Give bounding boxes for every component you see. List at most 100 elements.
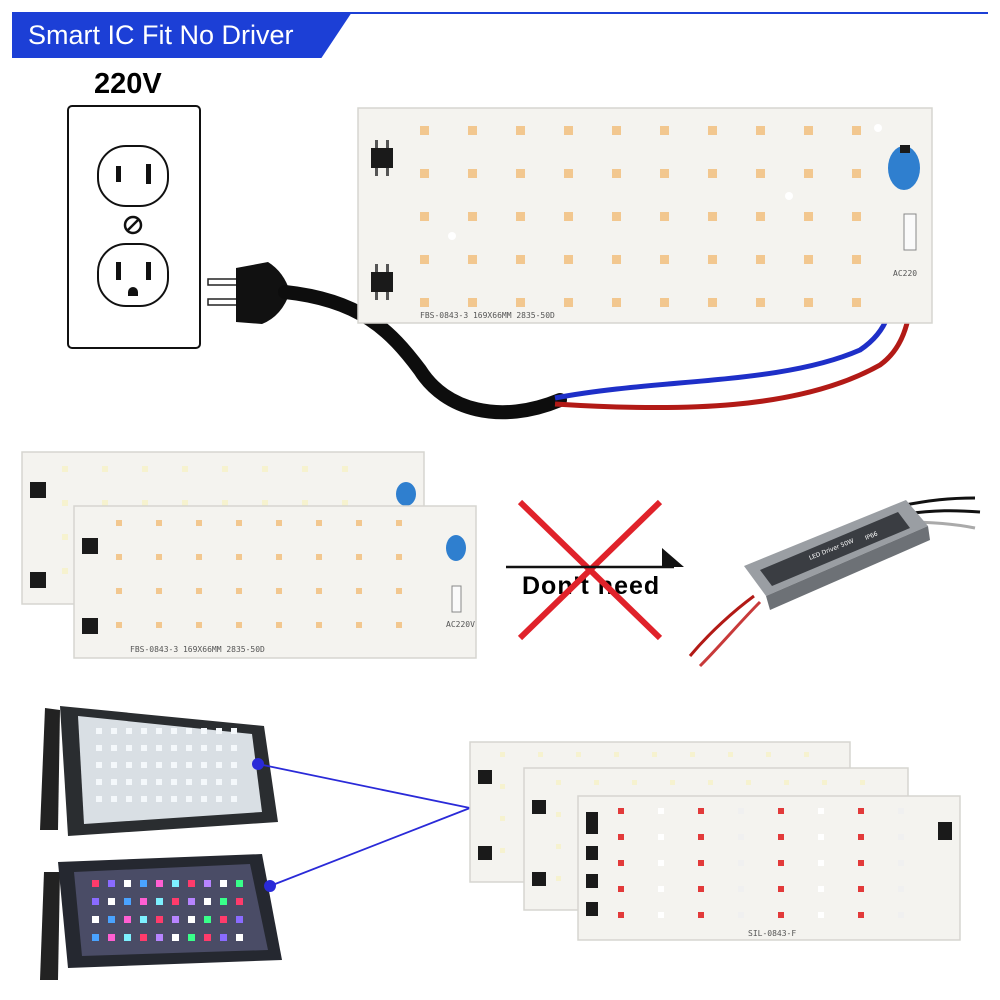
led-chip: [738, 808, 744, 814]
led-chip: [108, 916, 115, 923]
led-chip: [420, 298, 429, 307]
led-chip: [92, 880, 99, 887]
led-chip: [708, 169, 717, 178]
led-chip: [236, 520, 242, 526]
led-chip: [356, 588, 362, 594]
led-chip: [500, 816, 505, 821]
led-chip: [302, 466, 308, 472]
led-chip: [156, 762, 162, 768]
led-chip: [111, 728, 117, 734]
led-chip: [468, 169, 477, 178]
led-chip: [196, 622, 202, 628]
led-chip: [186, 779, 192, 785]
header-rule: [340, 12, 988, 14]
led-chip: [204, 934, 211, 941]
led-chip: [156, 728, 162, 734]
led-chip: [204, 898, 211, 905]
led-chip: [778, 912, 784, 918]
led-chip: [108, 880, 115, 887]
led-chip: [858, 912, 864, 918]
led-chip: [204, 916, 211, 923]
led-chip: [201, 779, 207, 785]
main-board-ac-label: AC220: [893, 269, 917, 278]
led-chip: [156, 779, 162, 785]
led-chip: [342, 500, 348, 506]
led-chip: [171, 745, 177, 751]
led-chip: [231, 728, 237, 734]
led-chip: [156, 880, 163, 887]
led-chip: [516, 126, 525, 135]
led-chip: [116, 520, 122, 526]
stacked-board-ac-label: AC220V: [446, 620, 475, 629]
led-chip: [186, 796, 192, 802]
led-chip: [420, 126, 429, 135]
main-board-part-label: FBS-0843-3 169X66MM 2835-50D: [420, 311, 555, 320]
led-chip: [738, 886, 744, 892]
led-chip: [204, 880, 211, 887]
led-chip: [756, 298, 765, 307]
led-chip: [898, 860, 904, 866]
driver-rating: IP66: [864, 530, 879, 541]
led-chip: [156, 520, 162, 526]
led-chip: [236, 622, 242, 628]
led-chip: [186, 762, 192, 768]
led-chip: [201, 745, 207, 751]
led-chip: [516, 255, 525, 264]
led-chip: [236, 554, 242, 560]
led-chip: [660, 212, 669, 221]
led-chip: [564, 212, 573, 221]
led-chip: [698, 808, 704, 814]
led-chip: [420, 169, 429, 178]
led-chip: [898, 808, 904, 814]
floodlight-rgb: [40, 854, 282, 980]
led-chip: [201, 762, 207, 768]
led-chip: [618, 834, 624, 840]
led-chip: [356, 622, 362, 628]
dont-need-label: Don't need: [522, 572, 661, 600]
led-chip: [420, 255, 429, 264]
led-chip: [660, 169, 669, 178]
led-chip: [141, 762, 147, 768]
led-chip: [156, 934, 163, 941]
led-chip: [618, 912, 624, 918]
led-chip: [778, 834, 784, 840]
led-chip: [220, 934, 227, 941]
led-chip: [92, 898, 99, 905]
power-plug: [207, 262, 290, 324]
led-chip: [216, 762, 222, 768]
led-chip: [804, 169, 813, 178]
led-chip: [778, 808, 784, 814]
led-chip: [818, 834, 824, 840]
led-chip: [156, 898, 163, 905]
led-chip: [316, 588, 322, 594]
led-chip: [216, 728, 222, 734]
led-chip: [738, 912, 744, 918]
led-chip: [756, 126, 765, 135]
stacked-led-boards: FBS-0843-3 169X66MM 2835-50D AC220V: [21, 451, 477, 659]
led-chip: [92, 934, 99, 941]
led-chip: [236, 588, 242, 594]
led-chip: [62, 568, 68, 574]
led-chip: [618, 886, 624, 892]
led-chip: [852, 255, 861, 264]
led-chip: [276, 588, 282, 594]
led-chip: [172, 898, 179, 905]
led-chip: [652, 752, 657, 757]
led-chip: [316, 622, 322, 628]
led-chip: [124, 898, 131, 905]
led-chip: [116, 554, 122, 560]
led-chip: [220, 898, 227, 905]
led-chip: [182, 500, 188, 506]
led-chip: [468, 126, 477, 135]
led-chip: [658, 886, 664, 892]
led-chip: [141, 728, 147, 734]
led-chip: [196, 554, 202, 560]
led-chip: [564, 126, 573, 135]
led-chip: [156, 745, 162, 751]
led-chip: [698, 834, 704, 840]
led-chip: [126, 762, 132, 768]
led-chip: [216, 745, 222, 751]
led-chip: [108, 898, 115, 905]
led-chip: [564, 255, 573, 264]
led-chip: [612, 212, 621, 221]
